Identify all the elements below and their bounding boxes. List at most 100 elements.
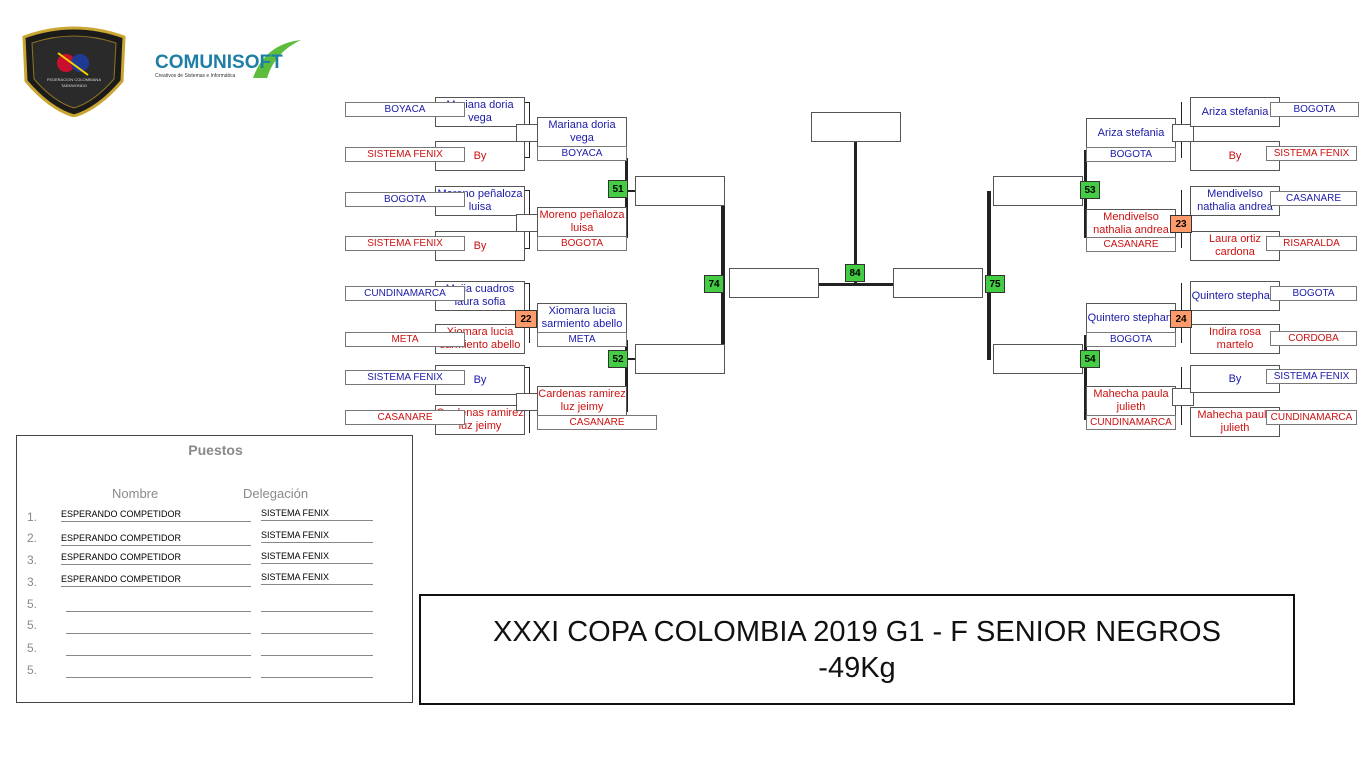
standings-delegation (261, 598, 373, 612)
right-r1-delegation-6: CORDOBA (1270, 331, 1357, 346)
right-qf-slot-1[interactable] (993, 176, 1083, 206)
match-number-54: 54 (1080, 350, 1100, 368)
left-r1-delegation-4: SISTEMA FENIX (345, 236, 465, 251)
right-r1-delegation-3: CASANARE (1270, 191, 1357, 206)
left-score-box-1 (516, 124, 538, 142)
right-r2-delegation-2: CASANARE (1086, 237, 1176, 252)
left-r2-competitor-1[interactable]: Mariana doria vega (537, 117, 627, 147)
standings-name (66, 620, 251, 634)
right-qf-slot-2[interactable] (993, 344, 1083, 374)
right-r1-delegation-4: RISARALDA (1266, 236, 1357, 251)
standings-delegation: SISTEMA FENIX (261, 529, 373, 543)
right-r1-delegation-8: CUNDINAMARCA (1266, 410, 1357, 425)
left-r2-delegation-2: BOGOTA (537, 236, 627, 251)
match-number-84: 84 (845, 264, 865, 282)
right-r2-competitor-4[interactable]: Mahecha paula julieth (1086, 386, 1176, 416)
right-score-box-1 (1172, 124, 1194, 142)
bracket-line (854, 142, 857, 284)
standings-delegation: SISTEMA FENIX (261, 507, 373, 521)
final-winner-slot[interactable] (811, 112, 901, 142)
match-number-23: 23 (1170, 215, 1192, 233)
event-title-line2: -49Kg (818, 651, 896, 684)
left-r1-delegation-1: BOYACA (345, 102, 465, 117)
standings-name (66, 664, 251, 678)
left-r1-delegation-7: SISTEMA FENIX (345, 370, 465, 385)
standings-name: ESPERANDO COMPETIDOR (61, 551, 251, 565)
bracket-line (628, 190, 636, 192)
right-r2-delegation-4: CUNDINAMARCA (1086, 415, 1176, 430)
event-title-line1: XXXI COPA COLOMBIA 2019 G1 - F SENIOR NE… (493, 615, 1221, 648)
match-number-51: 51 (608, 180, 628, 198)
right-r2-competitor-3[interactable]: Quintero stephani (1086, 303, 1176, 333)
federation-logo-text: FEDERACION COLOMBIANA TAEKWONDO (46, 77, 101, 88)
federation-shield-icon (22, 26, 126, 118)
comunisoft-tagline: Creativos de Sistemas e Informática (155, 73, 236, 79)
left-r2-competitor-4[interactable]: Cardenas ramirez luz jeimy (537, 386, 627, 416)
standings-delegation (261, 642, 373, 656)
left-r2-delegation-1: BOYACA (537, 146, 627, 161)
bracket-line (1084, 335, 1087, 420)
match-number-22: 22 (515, 310, 537, 328)
left-qf-slot-1[interactable] (635, 176, 725, 206)
bracket-line (524, 157, 530, 158)
match-number-75: 75 (985, 275, 1005, 293)
right-r2-competitor-2[interactable]: Mendivelso nathalia andrea (1086, 209, 1176, 239)
standings-col-delegation: Delegación (243, 486, 309, 501)
bracket-line (524, 248, 530, 249)
standings-name: ESPERANDO COMPETIDOR (61, 532, 251, 546)
left-sf-slot[interactable] (729, 268, 819, 298)
standings-delegation: SISTEMA FENIX (261, 550, 373, 564)
right-r2-delegation-3: BOGOTA (1086, 332, 1176, 347)
left-r1-delegation-8: CASANARE (345, 410, 465, 425)
left-r2-delegation-4: CASANARE (537, 415, 657, 430)
match-number-53: 53 (1080, 181, 1100, 199)
bracket-line (524, 367, 530, 368)
standings-place: 3. (27, 553, 38, 567)
right-r2-delegation-1: BOGOTA (1086, 147, 1176, 162)
right-r1-competitor-5[interactable]: Quintero stephani (1190, 281, 1280, 311)
match-number-24: 24 (1170, 310, 1192, 328)
left-r2-competitor-3[interactable]: Xiomara lucia sarmiento abello (537, 303, 627, 333)
event-title-box: XXXI COPA COLOMBIA 2019 G1 - F SENIOR NE… (419, 594, 1295, 705)
right-r1-competitor-3[interactable]: Mendivelso nathalia andrea (1190, 186, 1280, 216)
left-r1-delegation-2: SISTEMA FENIX (345, 147, 465, 162)
match-number-52: 52 (608, 350, 628, 368)
standings-name (66, 598, 251, 612)
right-r1-competitor-4[interactable]: Laura ortiz cardona (1190, 231, 1280, 261)
left-score-box-4 (516, 393, 538, 411)
right-r1-competitor-2[interactable]: By (1190, 141, 1280, 171)
left-r2-competitor-2[interactable]: Moreno peñaloza luisa (537, 207, 627, 237)
right-r1-competitor-1[interactable]: Ariza stefania (1190, 97, 1280, 127)
standings-place: 1. (27, 510, 38, 524)
bracket-line (524, 283, 530, 284)
right-r1-competitor-7[interactable]: By (1190, 365, 1280, 393)
standings-title: Puestos (188, 442, 243, 458)
bracket-line (818, 283, 893, 286)
left-qf-slot-2[interactable] (635, 344, 725, 374)
comunisoft-name: COMUNISOFT (155, 52, 283, 73)
right-r2-competitor-1[interactable]: Ariza stefania (1086, 118, 1176, 148)
bracket-line (524, 102, 530, 103)
standings-panel: Puestos Nombre Delegación 1. ESPERANDO C… (16, 435, 413, 703)
match-number-74: 74 (704, 275, 724, 293)
left-r2-delegation-3: META (537, 332, 627, 347)
left-r1-delegation-5: CUNDINAMARCA (345, 286, 465, 301)
standings-name (66, 642, 251, 656)
standings-place: 3. (27, 575, 38, 589)
standings-delegation (261, 620, 373, 634)
right-r1-competitor-8[interactable]: Mahecha paula julieth (1190, 407, 1280, 437)
right-r1-competitor-6[interactable]: Indira rosa martelo (1190, 324, 1280, 354)
right-sf-slot[interactable] (893, 268, 983, 298)
bracket-line (524, 190, 530, 191)
standings-name: ESPERANDO COMPETIDOR (61, 573, 251, 587)
right-r1-delegation-2: SISTEMA FENIX (1266, 146, 1357, 161)
comunisoft-swoosh-icon (253, 40, 301, 78)
standings-col-name: Nombre (112, 486, 159, 501)
right-score-box-4 (1172, 388, 1194, 406)
bracket-line (625, 340, 628, 412)
bracket-line (625, 158, 628, 238)
federation-logo: FEDERACION COLOMBIANA TAEKWONDO (18, 25, 130, 118)
standings-place: 5. (27, 618, 38, 632)
right-r1-delegation-1: BOGOTA (1270, 102, 1359, 117)
standings-delegation (261, 664, 373, 678)
